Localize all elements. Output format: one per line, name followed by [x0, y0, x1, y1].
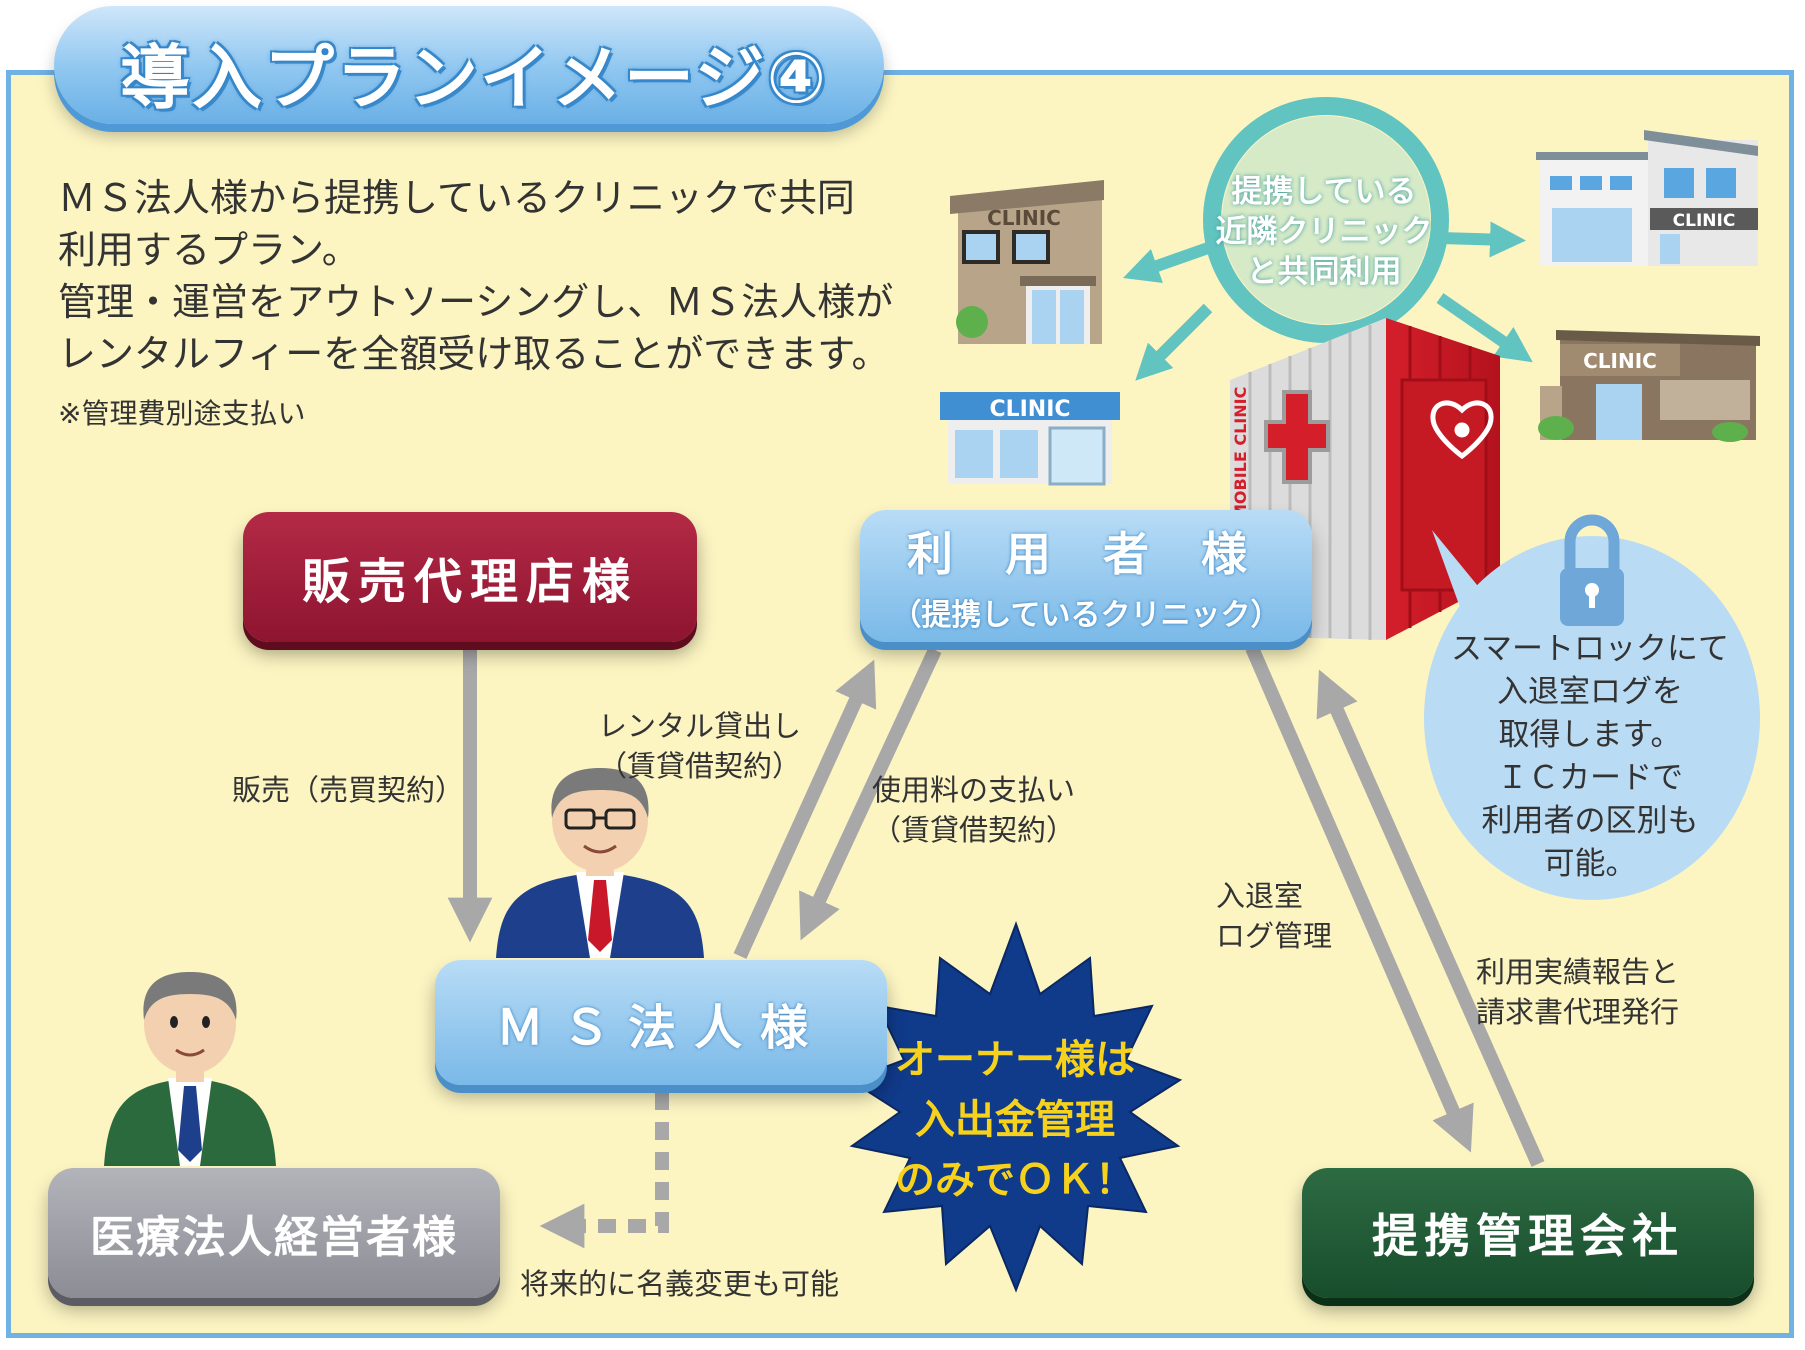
shared-use-line: 近隣クリニック: [1215, 214, 1433, 250]
share-arrow: [1135, 303, 1213, 381]
arrow-rental: [733, 659, 877, 959]
edge-label-future: 将来的に名義変更も可能: [520, 1267, 840, 1301]
node-user-clinic: 利 用 者 様 （提携しているクリニック）: [860, 510, 1312, 642]
edge-label-rental: レンタル貸出し （賃貸借契約）: [598, 706, 801, 786]
clinic-building: CLINIC: [1536, 130, 1758, 266]
edge-label-report: 利用実績報告と 請求書代理発行: [1476, 952, 1679, 1032]
edge-label-line: 請求書代理発行: [1476, 995, 1680, 1029]
arrow-future-transfer: [539, 1092, 669, 1249]
shared-use-circle: [1203, 97, 1449, 343]
flow-arrows: [447, 645, 1545, 1249]
clinic-building: CLINIC: [940, 392, 1120, 486]
edge-label-line: ログ管理: [1216, 919, 1333, 953]
smart-lock-line: スマートロックにて: [1450, 631, 1730, 667]
smart-lock-line: 取得します。: [1498, 717, 1682, 753]
node-ms-corp: ＭＳ法人様: [435, 960, 887, 1085]
intro-line: 管理・運営をアウトソーシングし、ＭＳ法人様が: [58, 280, 894, 324]
clinic-building: CLINIC: [950, 180, 1104, 344]
node-sales-agent: 販売代理店様: [243, 512, 697, 642]
node-label: 提携管理会社: [1372, 1209, 1684, 1263]
clinic-sign: CLINIC: [1673, 211, 1736, 231]
node-medical-owner: 医療法人経営者様: [48, 1168, 500, 1298]
edge-label-fee: 使用料の支払い （賃貸借契約）: [872, 770, 1075, 850]
node-label: 医療法人経営者様: [90, 1212, 458, 1263]
share-arrow: [1439, 221, 1526, 258]
edge-label-sale: 販売（売買契約）: [232, 773, 465, 807]
page-title: 導入プランイメージ④: [120, 37, 828, 119]
arrow-log: [1245, 645, 1474, 1153]
sharing-arrows: [1123, 221, 1533, 381]
container-label: MOBILE CLINIC: [1231, 387, 1250, 520]
edge-label-log: 入退室 ログ管理: [1216, 876, 1332, 956]
node-sublabel: （提携しているクリニック）: [891, 598, 1281, 633]
arrow-report: [1316, 669, 1545, 1167]
smart-lock-line: 入退室ログを: [1497, 674, 1683, 710]
shared-use-circle-fill: [1222, 116, 1430, 324]
clinic-building: CLINIC: [1538, 330, 1760, 442]
management-fee-note: ※管理費別途支払い: [58, 397, 306, 430]
edge-label-line: 使用料の支払い: [872, 773, 1076, 807]
clinic-sign: CLINIC: [1583, 349, 1657, 373]
starburst-line: のみでＯＫ！: [895, 1157, 1135, 1203]
clinic-sign: CLINIC: [989, 397, 1070, 422]
arrow-fee: [799, 647, 942, 941]
node-label: 販売代理店様: [301, 554, 638, 610]
ms-corp-person: [496, 768, 704, 958]
intro-line: ＭＳ法人様から提携しているクリニックで共同: [58, 176, 855, 220]
title-banner: [54, 6, 884, 124]
shared-use-label: 提携している 近隣クリニック と共同利用: [1214, 172, 1434, 292]
smart-lock-text: スマートロックにて 入退室ログを 取得します。 ＩＣカードで 利用者の区別も 可…: [1420, 628, 1760, 886]
edge-label-line: （賃貸借契約）: [598, 749, 802, 783]
starburst-line: オーナー様は: [895, 1037, 1135, 1083]
smart-lock-line: ＩＣカードで: [1497, 760, 1683, 796]
starburst-line: 入出金管理: [915, 1097, 1115, 1143]
intro-text: ＭＳ法人様から提携しているクリニックで共同 利用するプラン。 管理・運営をアウト…: [58, 172, 893, 380]
node-management-company: 提携管理会社: [1302, 1168, 1754, 1298]
smart-lock-bubble: [1424, 536, 1760, 900]
share-arrow: [1436, 293, 1533, 363]
smart-lock-line: 利用者の区別も: [1481, 803, 1699, 839]
padlock-icon: [1560, 514, 1624, 626]
medical-cross-icon: [1264, 390, 1330, 484]
edge-label-line: レンタル貸出し: [598, 709, 802, 743]
edge-label-line: 入退室: [1216, 879, 1304, 913]
node-label: 利 用 者 様: [906, 527, 1266, 581]
edge-label-line: 利用実績報告と: [1476, 955, 1680, 989]
clinic-sign: CLINIC: [987, 206, 1061, 230]
intro-line: 利用するプラン。: [58, 228, 360, 272]
medical-owner-person: [104, 972, 276, 1166]
heart-care-icon: [1430, 400, 1494, 460]
edge-label-line: （賃貸借契約）: [872, 813, 1076, 847]
shared-use-line: 提携している: [1231, 174, 1417, 210]
intro-line: レンタルフィーを全額受け取ることができます。: [58, 332, 890, 376]
node-label: ＭＳ法人様: [495, 999, 826, 1056]
owner-starburst: [847, 921, 1183, 1293]
share-arrow: [1123, 242, 1210, 283]
shared-use-line: と共同利用: [1246, 254, 1402, 290]
owner-starburst-text: オーナー様は 入出金管理 のみでＯＫ！: [890, 1030, 1140, 1210]
smart-lock-line: 可能。: [1543, 846, 1637, 882]
